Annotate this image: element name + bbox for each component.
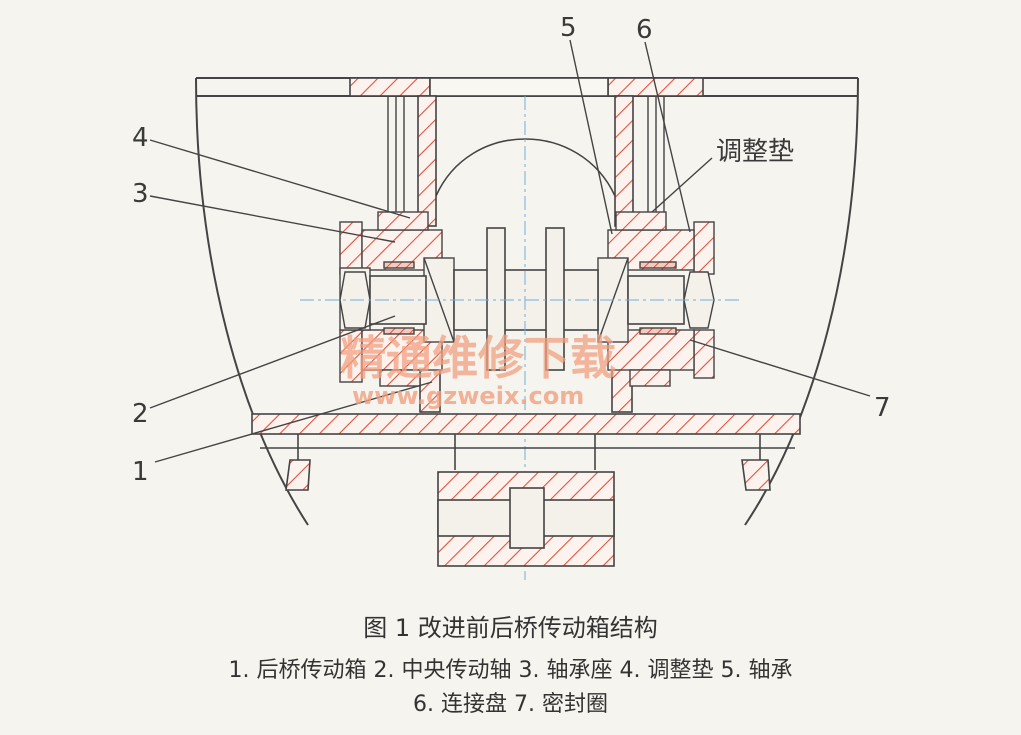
label-2: 2 [132,399,149,429]
watermark-url: www.gzweix.com [352,382,584,410]
label-6: 6 [636,15,653,45]
central-shaft [369,227,685,371]
label-3: 3 [132,179,149,209]
leader-lines [149,39,871,463]
label-1: 1 [132,457,149,487]
label-7: 7 [874,393,891,423]
watermark-text: 精通维修下载 [340,331,616,385]
figure-title: 图 1 改进前后桥传动箱结构 [363,614,658,642]
legend-line-2: 6. 连接盘 7. 密封圈 [413,692,608,717]
legend-line-1: 1. 后桥传动箱 2. 中央传动轴 3. 轴承座 4. 调整垫 5. 轴承 [228,658,793,683]
bottom-block [437,471,615,567]
top-plate [349,77,704,97]
label-4: 4 [132,123,149,153]
label-adjusting-pad: 调整垫 [716,137,794,167]
center-housing [417,95,634,413]
label-5: 5 [560,13,577,43]
bottom-plate [251,413,801,491]
bolts [387,96,665,212]
